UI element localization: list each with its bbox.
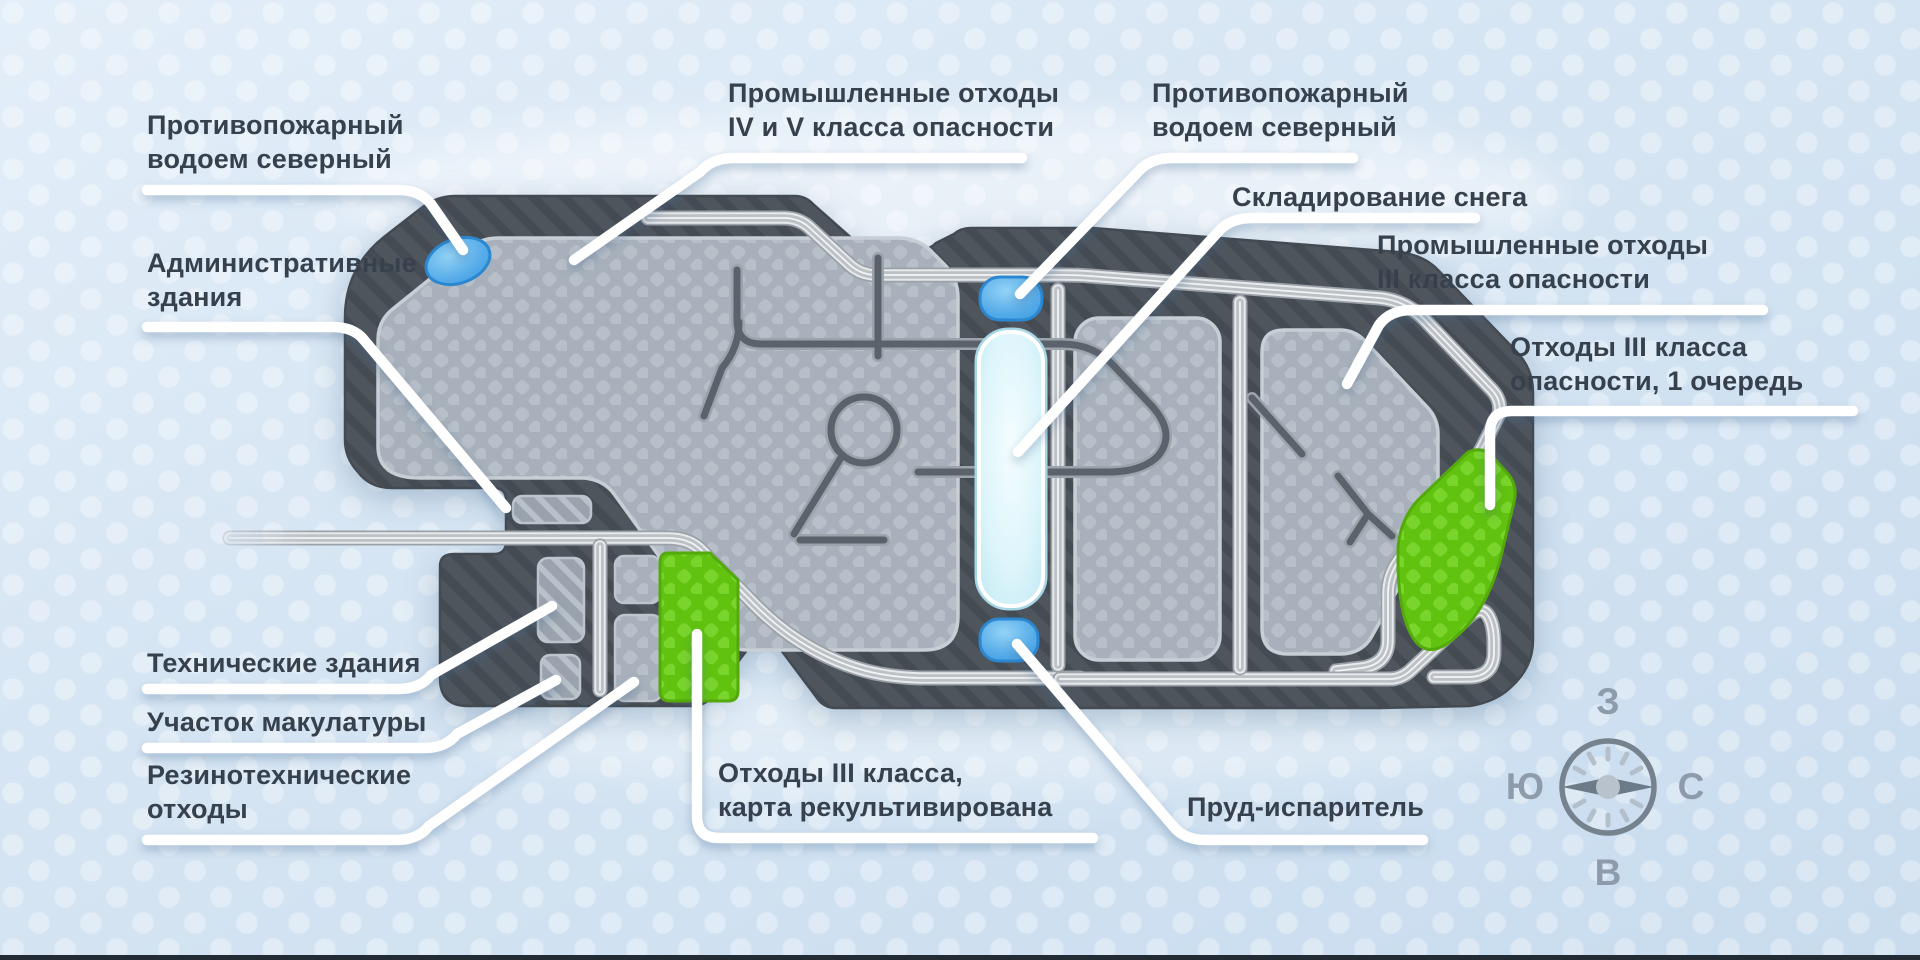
- leader-evaporation-pond: [1011, 638, 1429, 846]
- leader-paper-recycling: [141, 674, 562, 754]
- label-industrial-waste-3: Промышленные отходы III класса опасности: [1377, 230, 1709, 295]
- label-evaporation-pond: Пруд-испаритель: [1187, 792, 1425, 822]
- label-admin-buildings: Административные здания: [147, 248, 417, 313]
- label-industrial-waste-4-5: Промышленные отходы IV и V класса опасно…: [728, 78, 1060, 143]
- building-administrative: [511, 494, 593, 525]
- label-waste-3-recultivated: Отходы III класса, карта рекультивирован…: [718, 758, 1053, 823]
- leader-fire-pond-north: [1014, 152, 1359, 300]
- leader-snow-storage: [1012, 212, 1481, 458]
- leader-technical-buildings: [141, 600, 558, 695]
- leader-industrial-waste-4-5: [568, 152, 1028, 266]
- label-rubber-waste: Резинотехнические отходы: [147, 760, 412, 825]
- leader-waste-3-stage1: [1484, 405, 1859, 511]
- leader-waste-3-recultivated: [691, 628, 1099, 844]
- compass-letter-west: З: [1596, 681, 1620, 722]
- leader-admin-buildings: [141, 321, 512, 514]
- label-snow-storage: Складирование снега: [1232, 182, 1528, 212]
- leader-rubber-waste: [141, 676, 640, 846]
- label-waste-3-stage1: Отходы III класса опасности, 1 очередь: [1510, 332, 1804, 397]
- snow-storage-strip: [977, 330, 1045, 608]
- bottom-edge-bar: [0, 955, 1920, 960]
- label-paper-recycling: Участок макулатуры: [147, 707, 427, 737]
- label-fire-pond-nw: Противопожарный водоем северный: [147, 110, 404, 175]
- compass-center: [1596, 775, 1620, 799]
- building-technical: [536, 556, 586, 644]
- compass-letter-north: С: [1677, 766, 1705, 807]
- buildings: [511, 494, 664, 703]
- compass-letter-south: Ю: [1505, 766, 1545, 807]
- area-middle-cell: [1073, 316, 1222, 662]
- area-waste-3-recultivated: [658, 551, 740, 703]
- leader-industrial-waste-3: [1341, 304, 1769, 390]
- label-technical-buildings: Технические здания: [147, 648, 421, 678]
- label-fire-pond-north: Противопожарный водоем северный: [1152, 78, 1409, 143]
- compass-rose: З С В Ю: [1498, 677, 1718, 897]
- compass-ticks: [1572, 746, 1644, 828]
- compass-letter-east: В: [1594, 852, 1622, 893]
- leader-fire-pond-nw: [141, 184, 469, 256]
- interior-paths: [698, 252, 1398, 548]
- compass-dial: [1559, 738, 1657, 836]
